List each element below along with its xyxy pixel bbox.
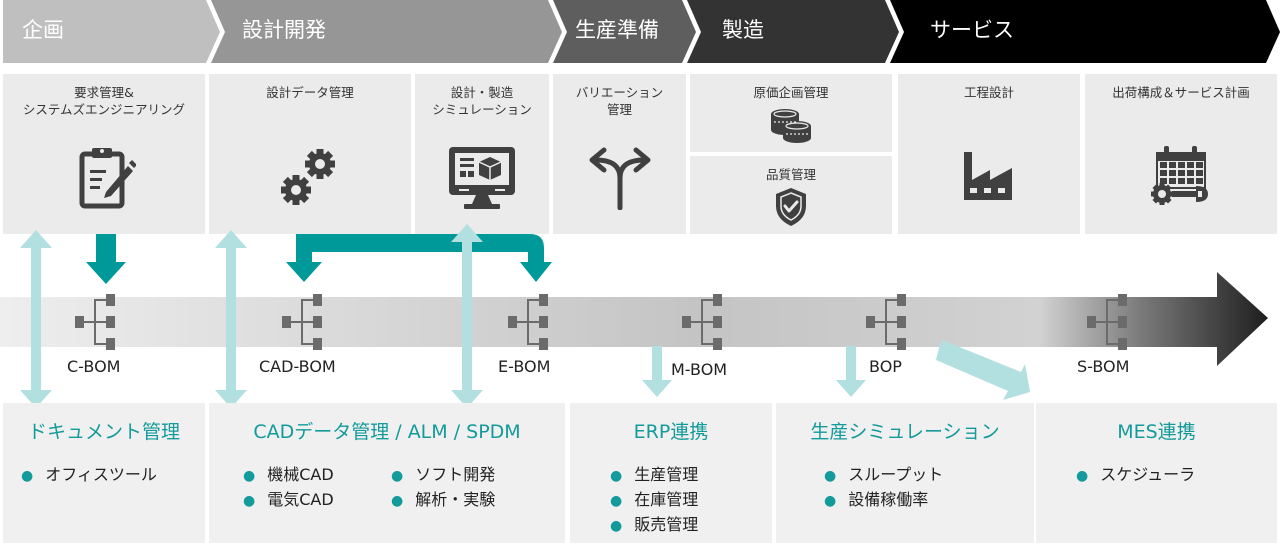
system-item: ●スケジューラ (1076, 465, 1196, 484)
function-box-cost-planning: 原価企画管理 (690, 74, 892, 152)
phase-label-design: 設計開発 (242, 18, 326, 42)
bom-tree-icon (282, 294, 322, 350)
function-box-requirements: 要求管理& システムズエンジニアリング (3, 74, 205, 234)
system-item: ●電気CAD (243, 490, 334, 509)
phase-chevron-bar (3, 0, 1280, 63)
function-title: 出荷構成＆サービス計画 (1112, 85, 1250, 100)
bom-tree-icon (75, 294, 115, 350)
system-title: MES連携 (1117, 421, 1196, 443)
function-box-process-design: 工程設計 (898, 74, 1080, 234)
bullet-icon: ● (391, 493, 404, 509)
function-title: バリエーション 管理 (575, 85, 664, 117)
system-box-mes: MES連携 ●スケジューラ (1036, 403, 1277, 543)
phase-label-planning: 企画 (22, 18, 64, 42)
function-title: 設計・製造 シミュレーション (432, 85, 532, 117)
phase-chevron-service (890, 0, 1280, 63)
bom-label-e-bom: E-BOM (498, 357, 551, 376)
phase-chevron-design (211, 0, 562, 63)
bom-tree-icon (682, 294, 722, 350)
bullet-icon: ● (243, 468, 256, 484)
system-box-erp: ERP連携 ●生産管理 ●在庫管理 ●販売管理 (570, 403, 772, 543)
gears-icon (281, 149, 335, 205)
bullet-icon: ● (824, 493, 837, 509)
function-title: 工程設計 (963, 85, 1014, 100)
function-box-quality: 品質管理 (690, 156, 892, 234)
system-item: ●在庫管理 (610, 490, 699, 509)
system-item: ●販売管理 (610, 515, 699, 534)
bullet-icon: ● (1076, 468, 1089, 484)
bullet-icon: ● (610, 518, 623, 534)
split-arrow-icon (589, 147, 650, 210)
system-item: ●機械CAD (243, 465, 334, 484)
function-box-design-data: 設計データ管理 (209, 74, 411, 234)
bullet-icon: ● (610, 493, 623, 509)
system-item: ●スループット (824, 465, 944, 484)
system-box-cad-alm-spdm: CADデータ管理 / ALM / SPDM ●機械CAD ●電気CAD ●ソフト… (209, 403, 565, 543)
bullet-icon: ● (243, 493, 256, 509)
function-box-variation: バリエーション 管理 (553, 74, 686, 234)
bom-label-bop: BOP (869, 357, 902, 376)
phase-label-preparation: 生産準備 (575, 18, 659, 42)
function-title: 原価企画管理 (753, 85, 829, 100)
bom-label-cad-bom: CAD-BOM (259, 357, 336, 376)
shield-check-icon (776, 188, 806, 226)
function-box-service-planning: 出荷構成＆サービス計画 (1085, 74, 1277, 234)
system-box-document: ドキュメント管理 ●オフィスツール (3, 403, 205, 543)
system-item: ●設備稼働率 (824, 490, 929, 509)
bullet-icon: ● (391, 468, 404, 484)
phase-label-service: サービス (930, 18, 1014, 42)
phase-chevron-preparation (553, 0, 696, 63)
bom-tree-icon (1087, 294, 1127, 350)
function-title: 品質管理 (765, 167, 816, 182)
system-item: ●生産管理 (610, 465, 699, 484)
bom-label-c-bom: C-BOM (67, 357, 121, 376)
function-title: 設計データ管理 (266, 85, 354, 100)
bom-label-m-bom: M-BOM (671, 360, 728, 379)
factory-icon (964, 152, 1012, 200)
system-item: ●ソフト開発 (391, 465, 496, 484)
system-title: 生産シミュレーション (810, 421, 1000, 443)
system-title: CADデータ管理 / ALM / SPDM (253, 421, 521, 443)
bullet-icon: ● (824, 468, 837, 484)
clipboard-edit-icon (79, 148, 136, 209)
system-item: ●オフィスツール (21, 465, 157, 484)
phase-chevron-manufacturing (687, 0, 899, 63)
system-title: ERP連携 (633, 421, 709, 443)
bullet-icon: ● (610, 468, 623, 484)
system-box-production-simulation: 生産シミュレーション ●スループット ●設備稼働率 (776, 403, 1034, 543)
bom-label-s-bom: S-BOM (1077, 357, 1130, 376)
coins-icon (771, 109, 811, 143)
phase-label-manufacturing: 製造 (722, 18, 764, 42)
lifecycle-arrow-body (0, 272, 1268, 366)
system-title: ドキュメント管理 (27, 421, 180, 443)
bom-tree-icon (508, 294, 548, 350)
calendar-tools-icon (1151, 146, 1208, 205)
bom-tree-icon (866, 294, 906, 350)
monitor-simulation-icon (449, 147, 515, 209)
bullet-icon: ● (21, 468, 34, 484)
function-box-simulation: 設計・製造 シミュレーション (415, 74, 549, 234)
phase-chevron-planning (3, 0, 220, 63)
function-title: 要求管理& システムズエンジニアリング (22, 85, 186, 117)
system-item: ●解析・実験 (391, 490, 496, 509)
